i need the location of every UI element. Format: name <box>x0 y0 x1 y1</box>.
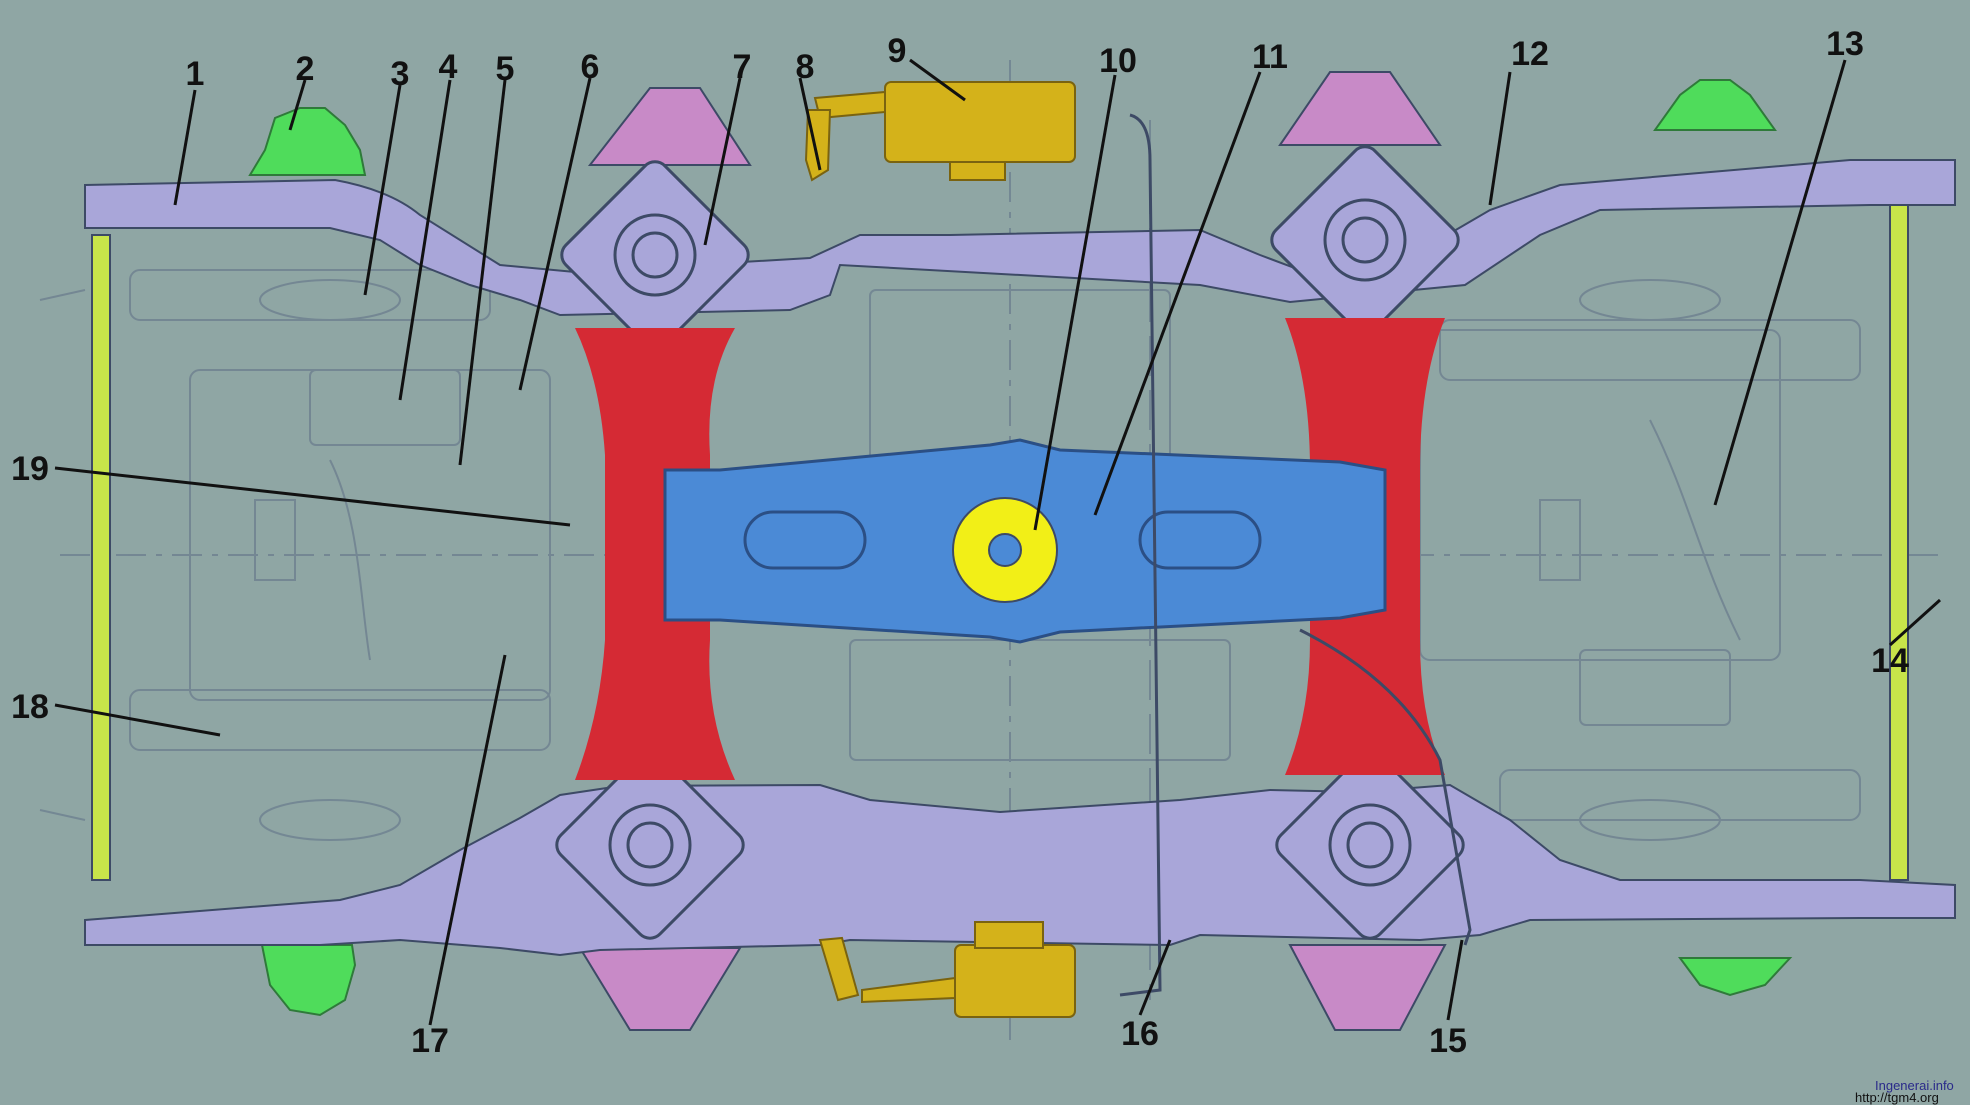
callout-label-7: 7 <box>733 48 752 86</box>
callout-label-8: 8 <box>796 48 815 86</box>
side-bearer-pads <box>578 71 1447 1031</box>
callout-label-6: 6 <box>581 48 600 86</box>
callout-label-3: 3 <box>391 55 410 93</box>
callout-label-13: 13 <box>1826 25 1864 63</box>
watermark-line1: Ingenerai.info <box>1875 1078 1954 1093</box>
callout-label-10: 10 <box>1099 42 1137 80</box>
callout-label-17: 17 <box>411 1022 449 1060</box>
watermark-line2: http://tgm4.org <box>1855 1090 1939 1105</box>
callout-label-4: 4 <box>439 48 458 86</box>
callout-label-11: 11 <box>1252 38 1288 76</box>
axle-boxes <box>555 145 1465 940</box>
brake-pipe <box>1119 113 1472 997</box>
end-tie-rods <box>91 199 1909 881</box>
axle-box-springs <box>248 79 1793 1017</box>
callout-label-16: 16 <box>1121 1015 1159 1053</box>
callout-label-1: 1 <box>186 55 205 93</box>
callout-label-15: 15 <box>1429 1022 1467 1060</box>
callout-label-14: 14 <box>1871 642 1909 680</box>
callout-leader-lines <box>54 58 1942 1026</box>
callout-label-9: 9 <box>888 32 907 70</box>
callout-label-18: 18 <box>11 688 49 726</box>
callout-label-19: 19 <box>11 450 49 488</box>
callout-label-12: 12 <box>1511 35 1549 73</box>
center-pivot <box>952 497 1058 603</box>
callout-label-2: 2 <box>296 50 315 88</box>
brake-cylinders <box>804 81 1076 1018</box>
callout-label-5: 5 <box>496 50 515 88</box>
